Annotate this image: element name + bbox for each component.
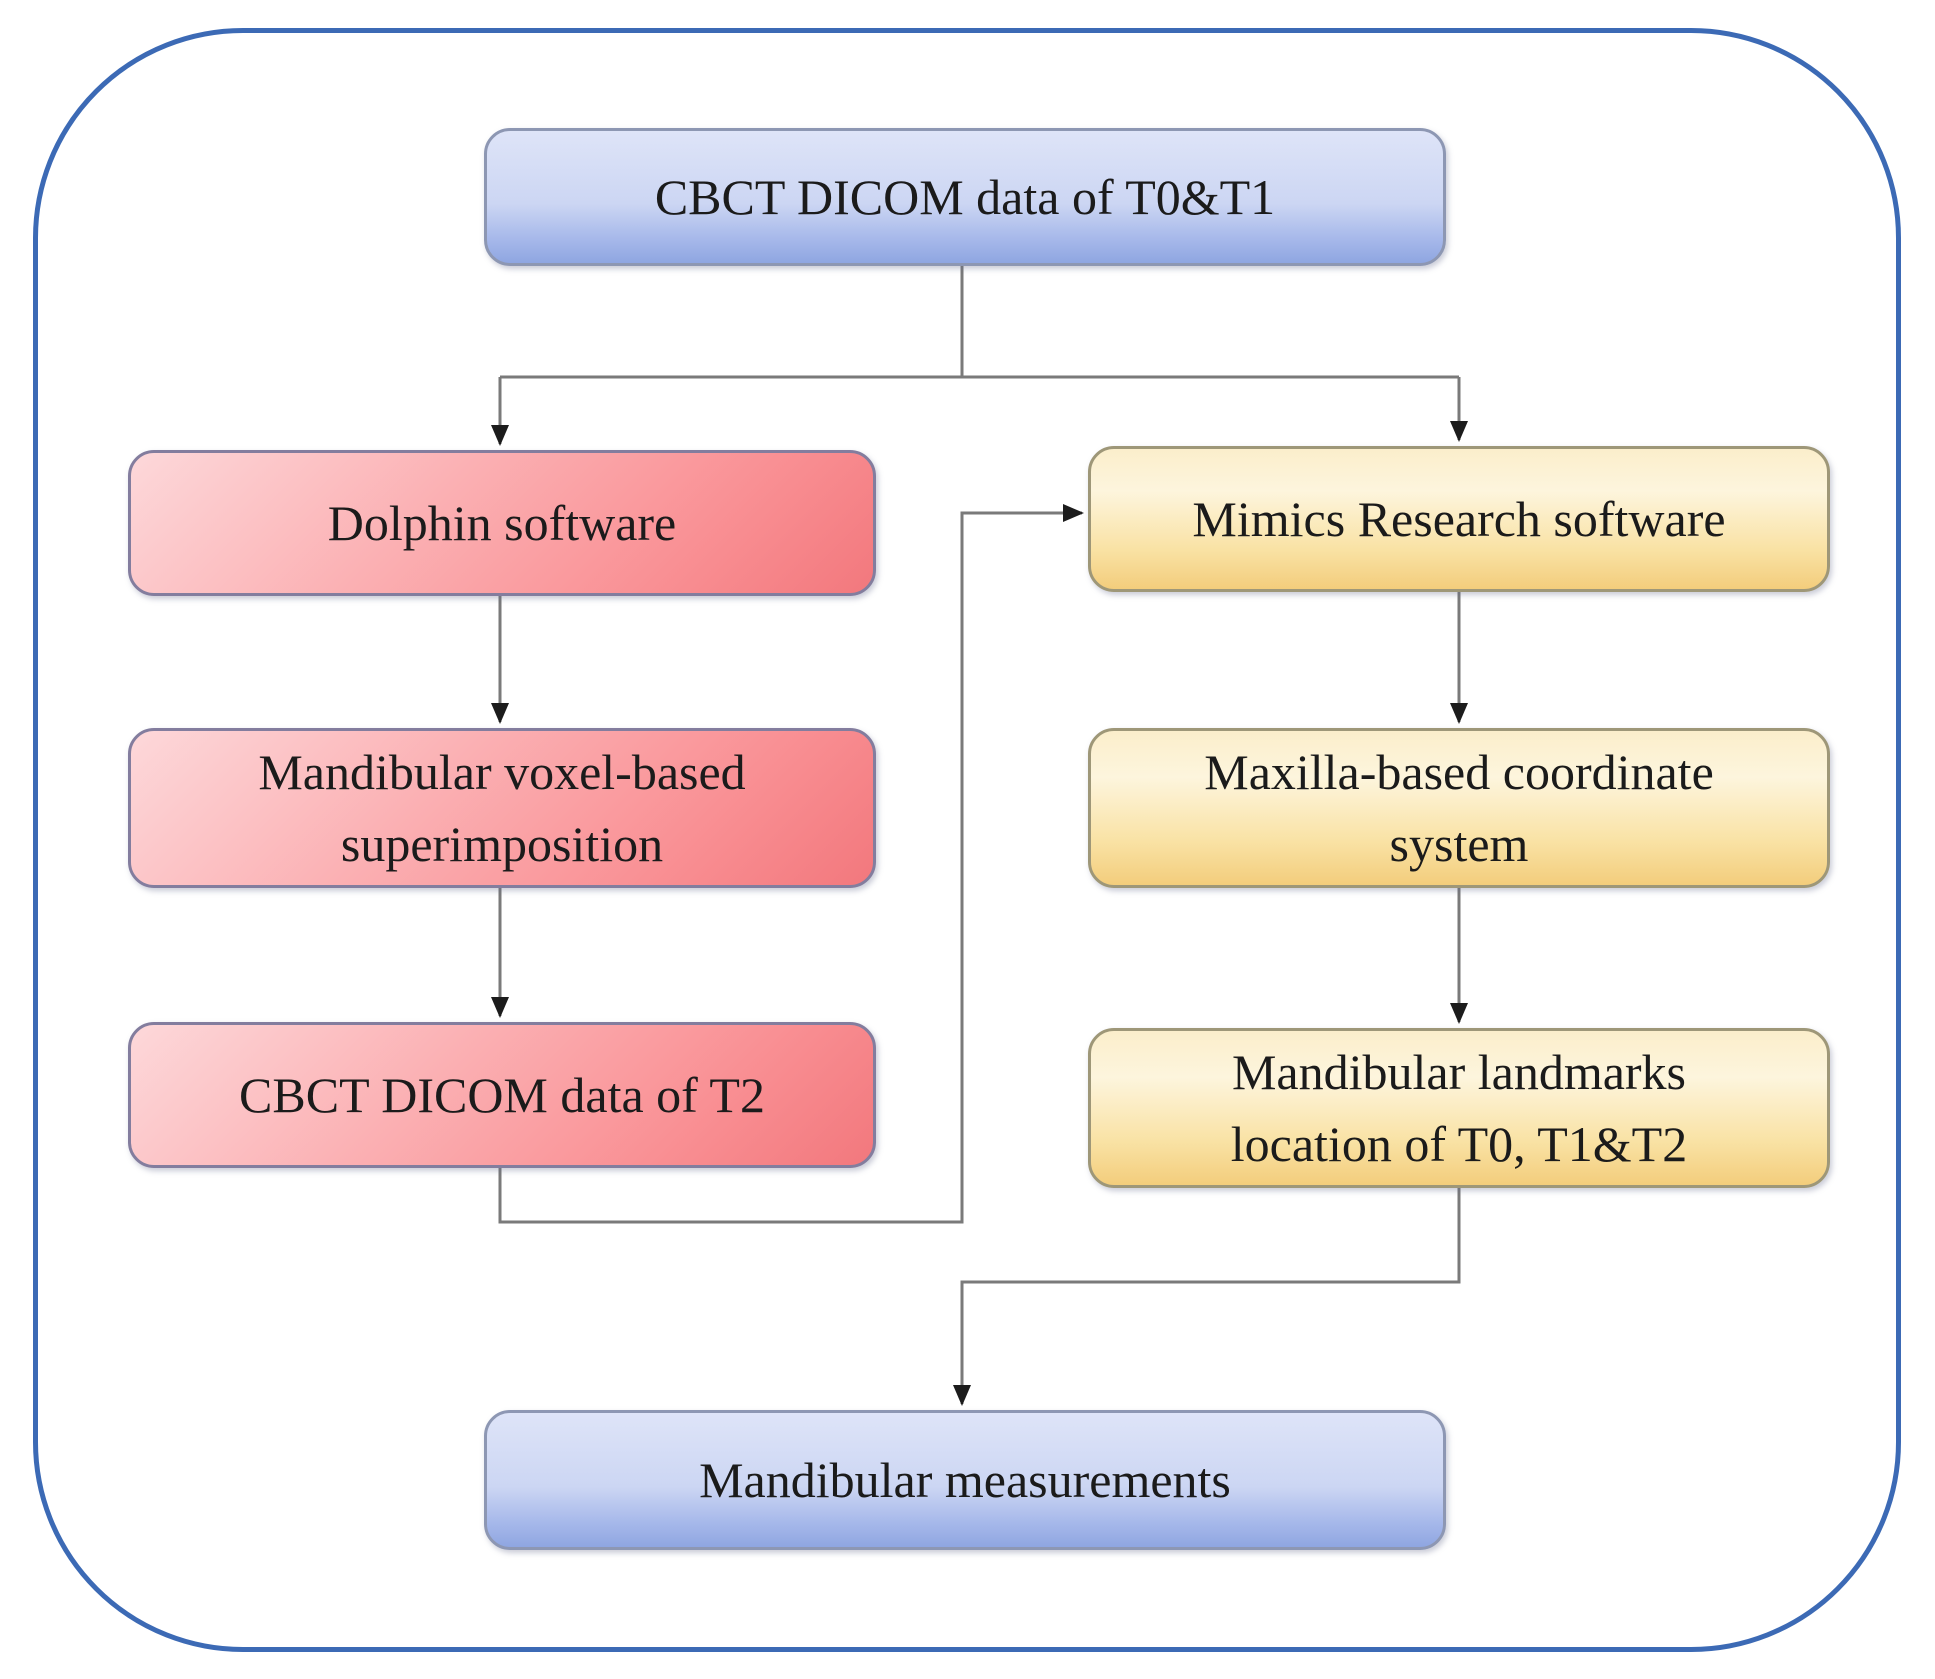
- node-mandibular-measurements: Mandibular measurements: [484, 1410, 1446, 1550]
- node-dolphin-software: Dolphin software: [128, 450, 876, 596]
- node-cbct-dicom-t0t1: CBCT DICOM data of T0&T1: [484, 128, 1446, 266]
- edge-t2-to-mimics: [498, 504, 1084, 1224]
- node-mandibular-voxel-superimposition: Mandibular voxel-based superimposition: [128, 728, 876, 888]
- node-mandibular-landmarks-location: Mandibular landmarks location of T0, T1&…: [1088, 1028, 1830, 1188]
- node-cbct-dicom-t2: CBCT DICOM data of T2: [128, 1022, 876, 1168]
- edge-top-splitter: [500, 266, 1459, 379]
- node-maxilla-coordinate-system: Maxilla-based coordinate system: [1088, 728, 1830, 888]
- node-mimics-research-software: Mimics Research software: [1088, 446, 1830, 592]
- edge-landmarks-to-measurements: [953, 1188, 1461, 1406]
